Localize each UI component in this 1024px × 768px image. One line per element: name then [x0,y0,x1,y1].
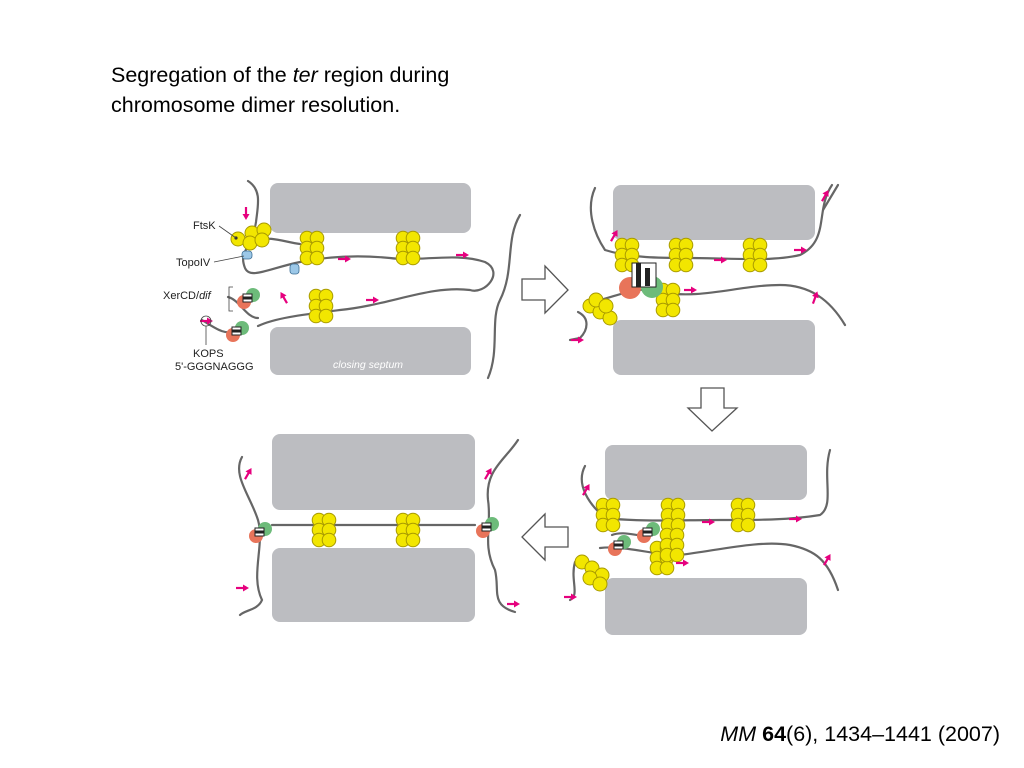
citation-volume: 64 [762,722,787,746]
label-xercd: XerCD/ [163,290,200,302]
arrow-down-icon [686,387,739,432]
arrow-left-icon [521,512,569,562]
citation: MM 64(6), 1434–1441 (2007) [720,722,1000,747]
title-text-3: chromosome dimer resolution. [111,93,401,117]
citation-journal: MM [720,722,757,746]
ftsk-loader [230,222,272,251]
slide-title: Segregation of the ter region during chro… [111,60,449,120]
septum-bottom [272,548,475,622]
xercd-synapse [619,262,663,299]
label-closing-septum: closing septum [333,359,403,371]
ftsk-cluster [574,554,610,592]
label-kops: KOPS [193,348,224,360]
dna-strand [486,213,522,380]
ftsk-cluster [582,292,618,326]
svg-text:XerCD/dif: XerCD/dif [163,290,212,302]
septum-top [270,183,471,233]
panel-3 [562,445,840,635]
septum-bottom [613,320,815,375]
septum-top [605,445,807,500]
label-ftsk: FtsK [193,220,216,232]
arrow-right-icon [521,264,569,315]
septum-top [613,185,815,240]
dna-strand [568,310,588,342]
panel-1: closing septum [163,179,522,380]
septum-bottom [270,327,471,375]
citation-details: (6), 1434–1441 (2007) [786,722,1000,746]
title-text-1: Segregation of the [111,63,293,87]
dna-strand [598,542,840,592]
panel-2 [568,183,847,375]
dna-strand [568,560,577,602]
title-ter: ter [292,63,318,87]
label-kops-sequence: 5'-GGGNAGGG [175,361,254,373]
topoiv-icon [241,250,300,275]
label-topoiv: TopoIV [176,257,211,269]
septum-top [272,434,475,510]
dna-strand [580,448,832,522]
panel-4 [234,434,522,622]
dna-strand [237,455,264,617]
title-text-2: region during [317,63,450,87]
septum-bottom [605,578,807,635]
dna-strand [821,183,840,212]
label-dif: dif [199,290,212,302]
